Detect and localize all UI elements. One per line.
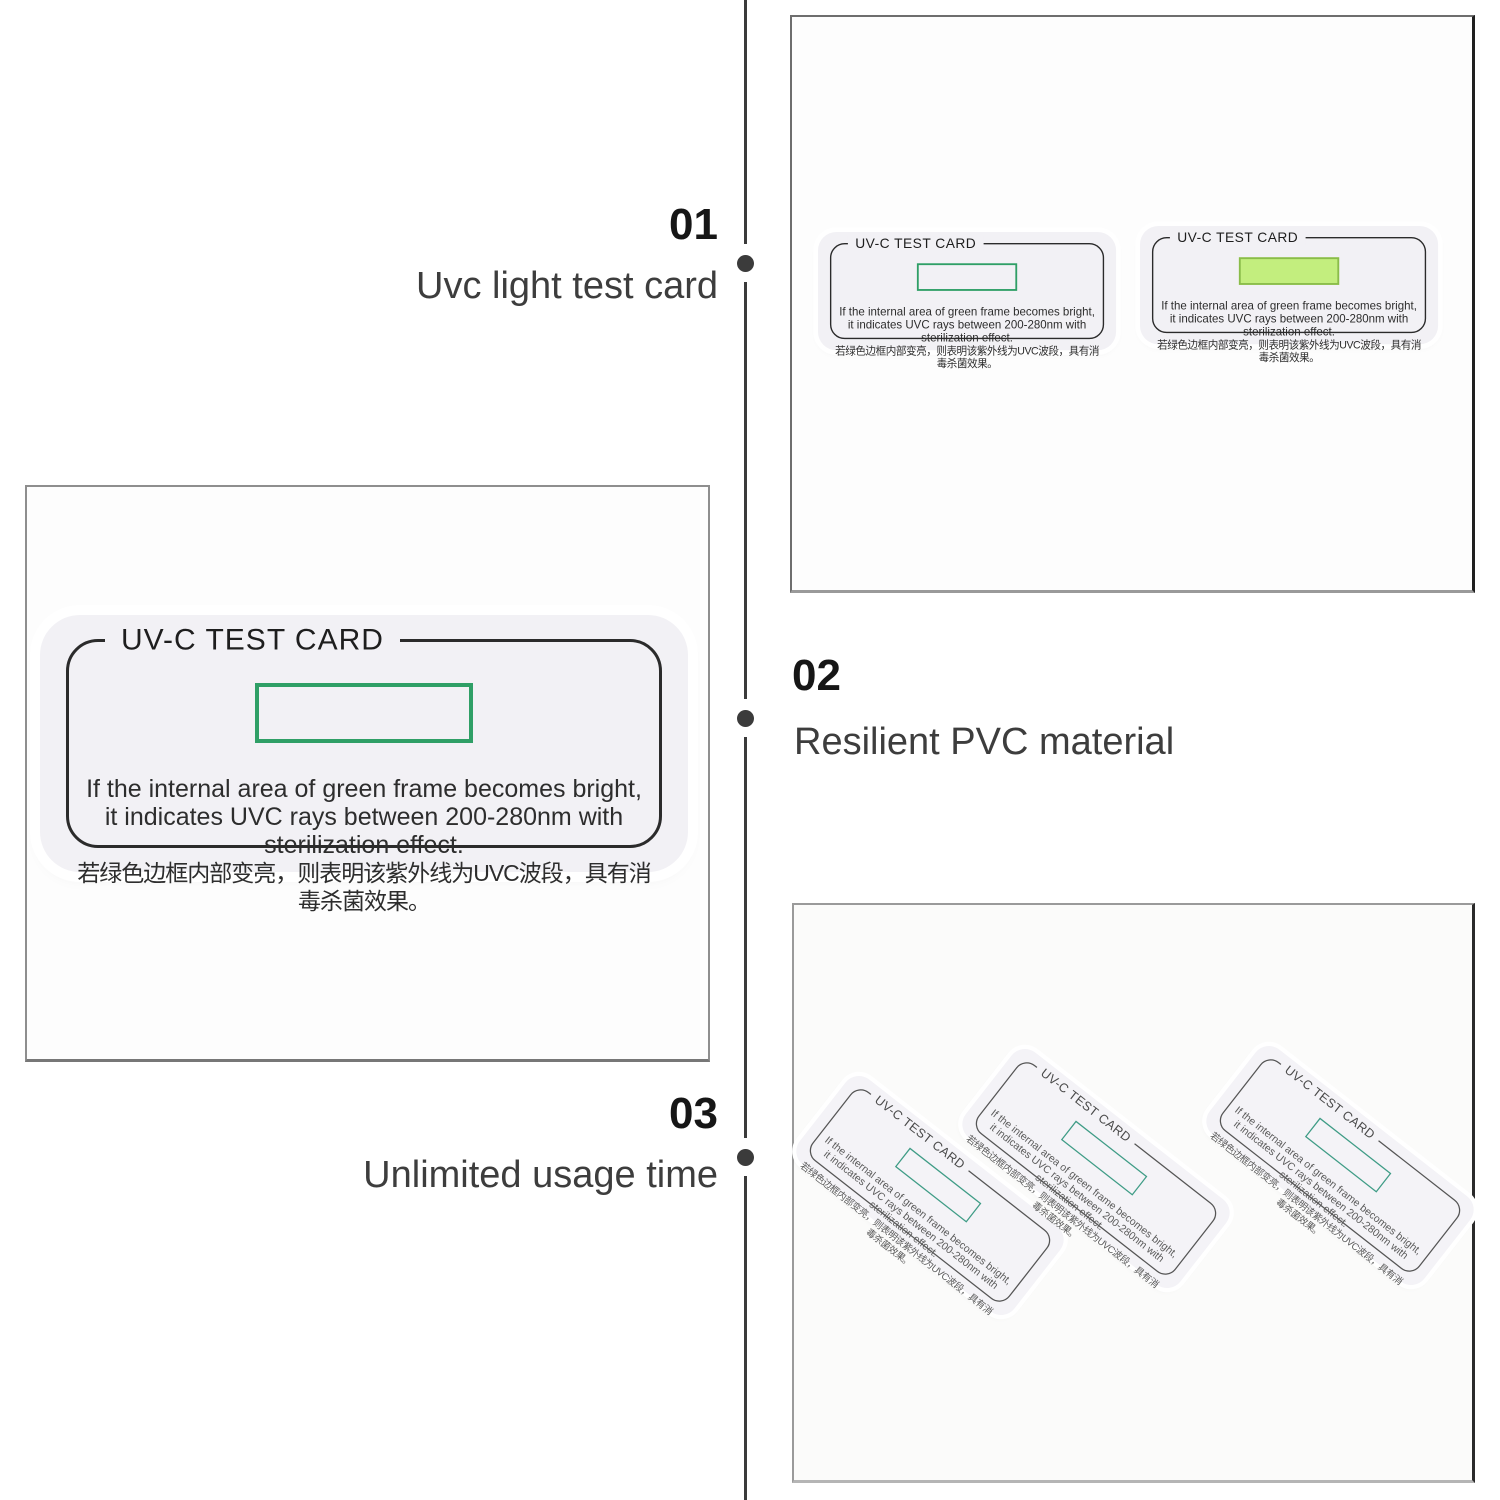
card-title: UV-C TEST CARD <box>105 623 400 658</box>
card-instructions: If the internal area of green frame beco… <box>831 306 1102 370</box>
card-border: UV-C TEST CARD If the internal area of g… <box>66 623 662 914</box>
feature-01-number: 01 <box>669 200 718 249</box>
card-instructions: If the internal area of green frame beco… <box>1153 300 1424 364</box>
uvc-test-card-activated: UV-C TEST CARD If the internal area of g… <box>1140 226 1439 364</box>
instruction-line-3-chinese: 若绿色边框内部变亮，则表明该紫外线为UVC波段，具有消毒杀菌效果。 <box>77 860 652 914</box>
instruction-line-1: If the internal area of green frame beco… <box>1161 299 1417 313</box>
divider-line-segment-4 <box>744 1176 747 1500</box>
feature-01-label: Uvc light test card <box>416 265 718 307</box>
instruction-line-3-chinese: 若绿色边框内部变亮，则表明该紫外线为UVC波段，具有消毒杀菌效果。 <box>835 344 1099 370</box>
divider-dot-3 <box>737 1149 754 1166</box>
divider-dot-1 <box>737 255 754 272</box>
card-border: UV-C TEST CARD If the internal area of g… <box>829 235 1105 370</box>
divider-line-segment-1 <box>744 0 747 244</box>
card-title: UV-C TEST CARD <box>847 235 984 252</box>
uvc-test-card-large: UV-C TEST CARD If the internal area of g… <box>40 615 688 914</box>
instruction-line-1: If the internal area of green frame beco… <box>839 305 1095 319</box>
green-indicator-frame <box>255 683 473 743</box>
card-border: UV-C TEST CARD If the internal area of g… <box>1151 229 1427 364</box>
feature-02-number: 02 <box>792 651 841 700</box>
card-title: UV-C TEST CARD <box>1169 229 1306 246</box>
green-indicator-activated <box>1238 257 1340 285</box>
instruction-line-1: If the internal area of green frame beco… <box>86 775 642 803</box>
feature-03-label: Unlimited usage time <box>363 1154 718 1196</box>
uvc-test-card-blank: UV-C TEST CARD If the internal area of g… <box>818 232 1117 370</box>
feature-02-label: Resilient PVC material <box>794 721 1175 763</box>
instruction-line-2: it indicates UVC rays between 200-280nm … <box>104 803 624 859</box>
instruction-line-2: it indicates UVC rays between 200-280nm … <box>847 318 1087 345</box>
divider-line-segment-3 <box>744 737 747 1138</box>
instruction-line-2: it indicates UVC rays between 200-280nm … <box>1169 312 1409 339</box>
feature-03-number: 03 <box>669 1089 718 1138</box>
green-indicator-frame <box>916 263 1018 291</box>
divider-dot-2 <box>737 710 754 727</box>
instruction-line-3-chinese: 若绿色边框内部变亮，则表明该紫外线为UVC波段，具有消毒杀菌效果。 <box>1157 338 1421 364</box>
card-instructions: If the internal area of green frame beco… <box>69 775 659 915</box>
divider-line-segment-2 <box>744 282 747 699</box>
